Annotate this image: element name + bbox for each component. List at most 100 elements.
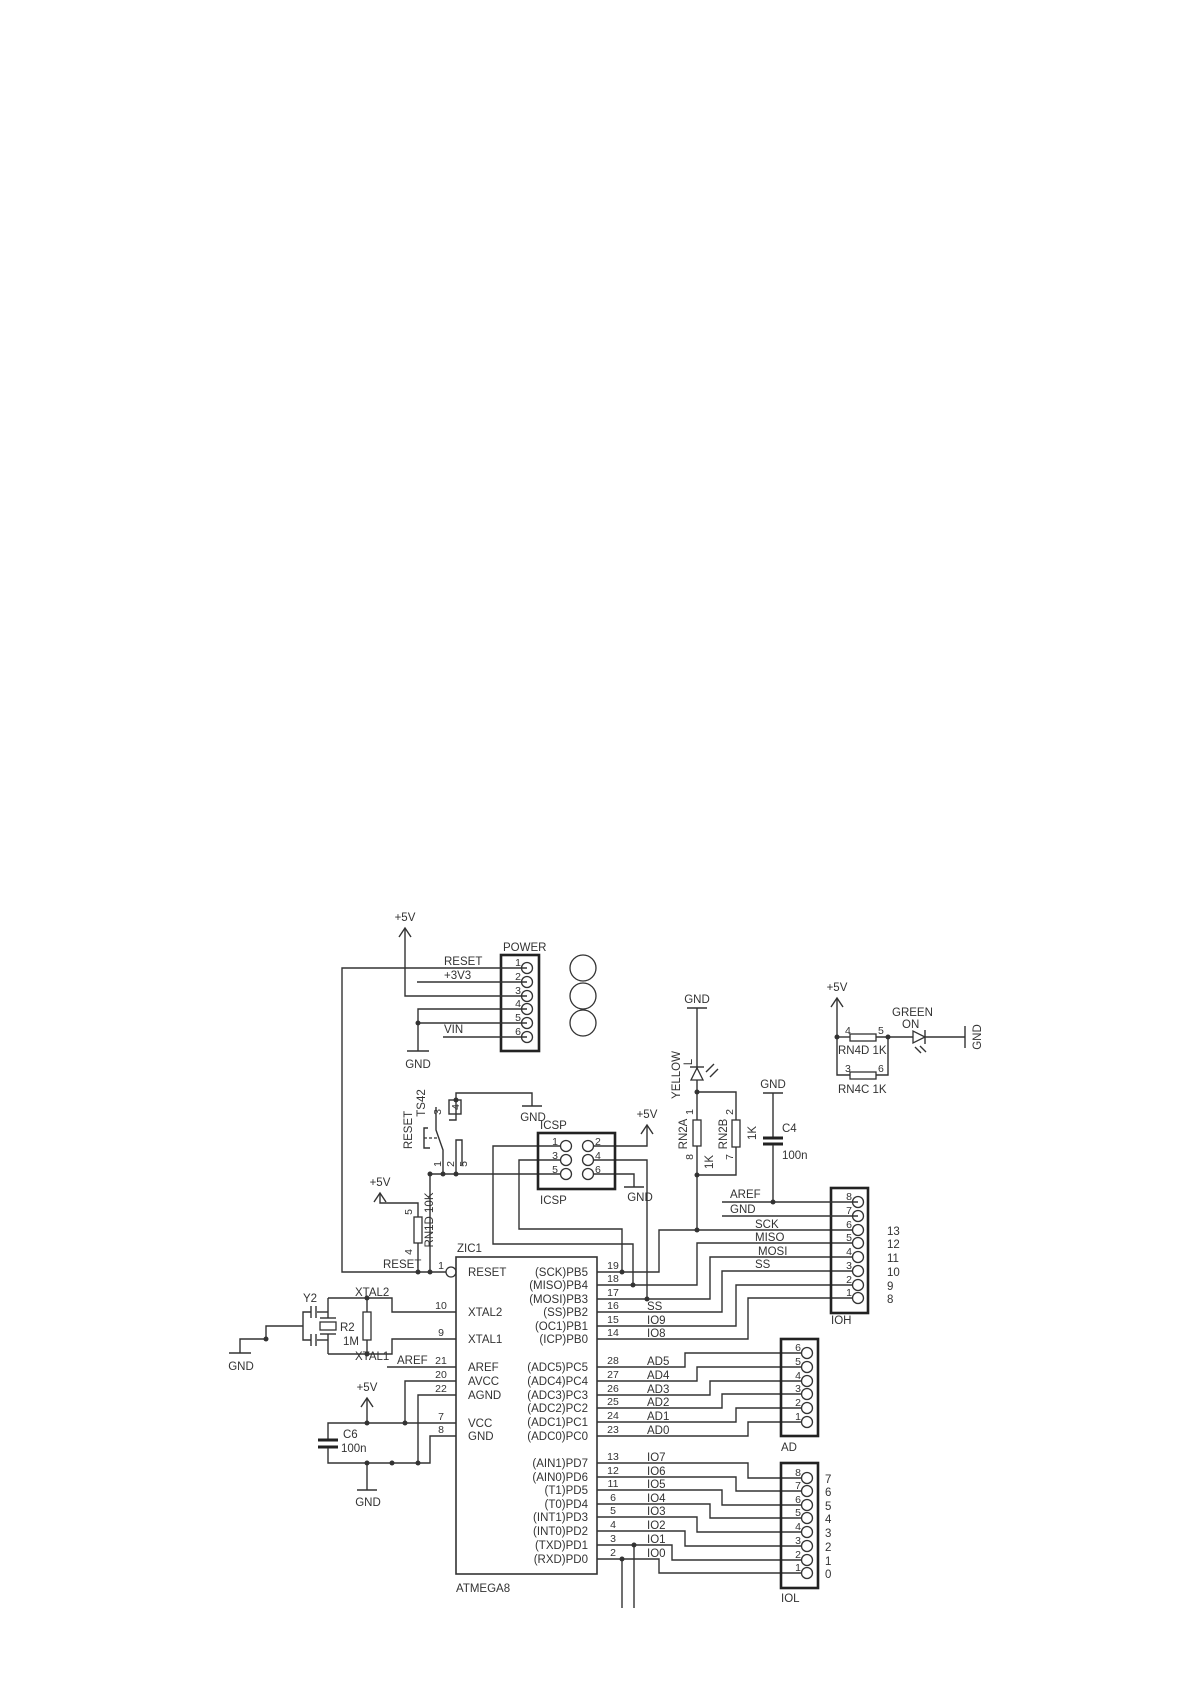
wire bbox=[302, 1311, 311, 1341]
net-label: IO9 bbox=[647, 1315, 666, 1327]
ad-pad bbox=[800, 1415, 814, 1429]
wire-mcu-net bbox=[597, 1242, 858, 1286]
rn2a-ref: RN2A bbox=[678, 1118, 690, 1149]
mcu-pin-name: (ADC1)PC1 bbox=[527, 1417, 588, 1429]
pin-num: 5 bbox=[878, 1025, 884, 1037]
mcu-pin-name: GND bbox=[468, 1431, 494, 1443]
mcu-pin-name: (SCK)PB5 bbox=[535, 1267, 588, 1279]
c6-ref: C6 bbox=[343, 1429, 358, 1441]
junction bbox=[263, 1336, 269, 1342]
mcu-pin-number: 4 bbox=[610, 1519, 616, 1531]
iol-title: IOL bbox=[781, 1593, 800, 1605]
crystal-icon bbox=[319, 1321, 337, 1331]
power-pin-number: 4 bbox=[515, 998, 521, 1010]
gnd-label: GND bbox=[405, 1059, 431, 1071]
gnd-label: GND bbox=[684, 994, 710, 1006]
wire-mcu-net bbox=[597, 1530, 807, 1547]
pin-num: 3 bbox=[845, 1063, 851, 1075]
mcu-pin-name: (INT1)PD3 bbox=[533, 1512, 588, 1524]
mcu-pin-name: (AIN1)PD7 bbox=[532, 1458, 588, 1470]
mcu-pin-number: 26 bbox=[607, 1383, 619, 1395]
wire-mcu-net bbox=[597, 1489, 807, 1506]
iol-pin-number: 5 bbox=[795, 1507, 801, 1519]
resistor-icon bbox=[849, 1033, 877, 1042]
ioh-pad bbox=[851, 1236, 865, 1250]
iol-arduino-pin: 4 bbox=[825, 1514, 832, 1526]
ad-pin-number: 4 bbox=[795, 1370, 801, 1382]
junction bbox=[453, 1097, 459, 1103]
ad-connector-box bbox=[779, 1337, 820, 1438]
icsp-pad bbox=[581, 1139, 595, 1153]
iol-pad bbox=[800, 1525, 814, 1539]
mcu-pin-number: 18 bbox=[607, 1273, 619, 1285]
resistor-icon bbox=[413, 1216, 423, 1244]
pin-num: 8 bbox=[684, 1154, 696, 1160]
icsp-pin-num: 1 bbox=[552, 1136, 558, 1148]
ioh-pin-number: 4 bbox=[846, 1246, 852, 1258]
junction bbox=[834, 1034, 840, 1040]
wire-mcu-net bbox=[597, 1380, 807, 1396]
light-emission-icon bbox=[705, 1063, 719, 1078]
net-label: AD1 bbox=[647, 1411, 669, 1423]
mcu-pin-name: XTAL2 bbox=[468, 1307, 502, 1319]
mcu-pin-name: (TXD)PD1 bbox=[535, 1540, 588, 1552]
rn1d-pin: 4 bbox=[403, 1249, 415, 1255]
net-label: IO3 bbox=[647, 1506, 666, 1518]
gnd-label: GND bbox=[355, 1497, 381, 1509]
reset-pullup: +5V 5 4 RN1D 10K RESET bbox=[370, 1177, 457, 1278]
iol-pad bbox=[800, 1566, 814, 1580]
mcu: ZIC1 ATMEGA8 bbox=[455, 1243, 650, 1608]
net-label: IO6 bbox=[647, 1466, 666, 1478]
gnd-label: GND bbox=[972, 1024, 984, 1050]
vcc-label: +5V bbox=[637, 1109, 658, 1121]
ad-pad bbox=[800, 1387, 814, 1401]
switch-pin-3: 3 bbox=[432, 1109, 444, 1115]
wire-icsp-5v bbox=[588, 1125, 648, 1147]
wire-gnd-power bbox=[417, 1008, 527, 1051]
iol-arduino-pin: 1 bbox=[825, 1556, 831, 1568]
led-color-label: GREEN bbox=[892, 1007, 933, 1019]
junction bbox=[885, 1034, 891, 1040]
mcu-pin-number: 10 bbox=[435, 1300, 447, 1312]
net-label: AREF bbox=[730, 1189, 761, 1201]
ioh-arduino-pin: 11 bbox=[887, 1253, 899, 1265]
vcc-label: +5V bbox=[357, 1382, 378, 1394]
c6-value: 100n bbox=[341, 1443, 367, 1455]
junction bbox=[389, 1460, 395, 1466]
mcu-pin-number: 28 bbox=[607, 1355, 619, 1367]
switch-pin-5: 5 bbox=[458, 1161, 470, 1167]
wire bbox=[697, 1091, 737, 1120]
net-label: AD2 bbox=[647, 1397, 669, 1409]
led-color-label: YELLOW bbox=[671, 1051, 683, 1099]
vcc-label: +5V bbox=[370, 1177, 391, 1189]
wire-icsp-sck bbox=[518, 1159, 623, 1272]
wire-icsp-gnd bbox=[588, 1173, 635, 1187]
mcu-pin-number: 7 bbox=[438, 1411, 444, 1423]
iol-pad bbox=[800, 1553, 814, 1567]
net-vin-label: VIN bbox=[444, 1024, 463, 1036]
power-connector-box bbox=[499, 953, 541, 1053]
mcu-pin-name: (OC1)PB1 bbox=[535, 1321, 588, 1333]
net-label: MISO bbox=[755, 1232, 784, 1244]
mcu-ref: ZIC1 bbox=[457, 1243, 482, 1255]
mcu-pin-name: AVCC bbox=[468, 1376, 499, 1388]
ioh-pin-number: 6 bbox=[846, 1219, 852, 1231]
ioh-arduino-pin: 13 bbox=[887, 1226, 900, 1238]
iol-pin-number: 4 bbox=[795, 1521, 801, 1533]
light-emission-icon bbox=[914, 1045, 927, 1054]
pin-num: 1 bbox=[684, 1109, 696, 1115]
rn1d-pin: 5 bbox=[403, 1209, 415, 1215]
mcu-body bbox=[455, 1256, 598, 1575]
mcu-pin-number: 6 bbox=[610, 1492, 616, 1504]
ioh-connector-box bbox=[829, 1186, 870, 1315]
switch-actuator-bracket bbox=[423, 1127, 430, 1149]
iol-pad bbox=[800, 1511, 814, 1525]
icsp-title-bottom: ICSP bbox=[540, 1195, 567, 1207]
vcc-arrow-icon bbox=[640, 1123, 654, 1135]
iol-pin-number: 8 bbox=[795, 1467, 801, 1479]
wire-mcu-net bbox=[597, 1256, 858, 1300]
mcu-pin-name: (ADC0)PC0 bbox=[527, 1431, 588, 1443]
mcu-pin-name: AGND bbox=[468, 1390, 501, 1402]
rn2b-ref: RN2B bbox=[718, 1118, 730, 1149]
